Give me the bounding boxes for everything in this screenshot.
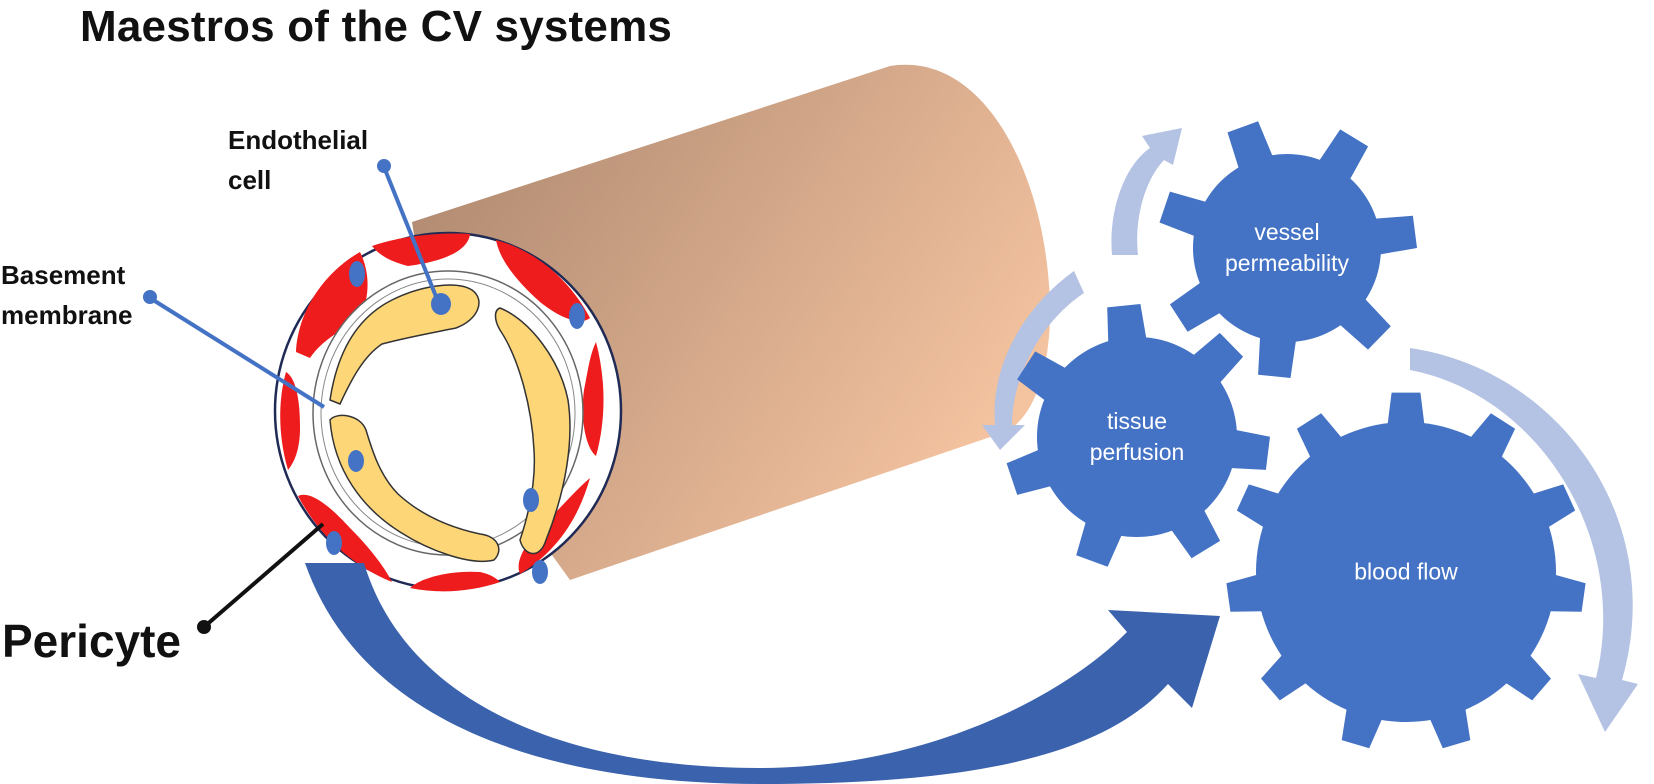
pericyte-cell bbox=[280, 372, 300, 470]
gear-label-tissue-line2: perfusion bbox=[1089, 439, 1185, 465]
page-title: Maestros of the CV systems bbox=[80, 2, 673, 51]
gear-tissue-perfusion-body bbox=[1037, 337, 1237, 537]
gear-label-blood-flow: blood flow bbox=[1354, 558, 1458, 585]
gear-cycle-arrow bbox=[1410, 348, 1638, 732]
label-basement-line1: Basement bbox=[1, 260, 126, 290]
gear-blood-flow-body bbox=[1256, 422, 1556, 722]
pointer-pericyte bbox=[197, 522, 325, 634]
gear-cycle-arrow bbox=[982, 271, 1084, 450]
label-endothelial-line2: cell bbox=[228, 165, 272, 195]
big-curved-arrow bbox=[305, 563, 1220, 784]
gear-label-vessel-line2: permeability bbox=[1225, 250, 1349, 276]
pericyte-cell bbox=[496, 240, 590, 322]
gear-label-vessel-permeability: vessel permeability bbox=[1225, 217, 1349, 279]
pericyte-cell bbox=[582, 342, 604, 456]
gear-group bbox=[1006, 121, 1586, 749]
endothelial-cell bbox=[329, 414, 500, 562]
gear-label-vessel-line1: vessel bbox=[1254, 219, 1320, 245]
gear-label-tissue-line1: tissue bbox=[1106, 408, 1168, 434]
label-basement-line2: membrane bbox=[1, 300, 133, 330]
pericyte-cell bbox=[298, 494, 392, 582]
gear-cycle-arrow bbox=[1111, 128, 1182, 255]
label-pericyte: Pericyte bbox=[2, 615, 182, 667]
pericyte-cell bbox=[372, 233, 470, 266]
vessel-cross-section bbox=[273, 231, 623, 592]
pointer-endothelial bbox=[377, 159, 439, 300]
label-basement-membrane: Basement membrane bbox=[1, 255, 133, 335]
label-endothelial-line1: Endothelial bbox=[228, 125, 369, 155]
pericyte-cell bbox=[410, 571, 500, 592]
gear-vessel-permeability-body bbox=[1193, 154, 1381, 342]
endothelial-cell bbox=[494, 307, 571, 555]
gear-label-tissue-perfusion: tissue perfusion bbox=[1090, 406, 1185, 468]
pointer-basement bbox=[143, 290, 326, 409]
label-endothelial-cell: Endothelial cell bbox=[228, 120, 368, 200]
